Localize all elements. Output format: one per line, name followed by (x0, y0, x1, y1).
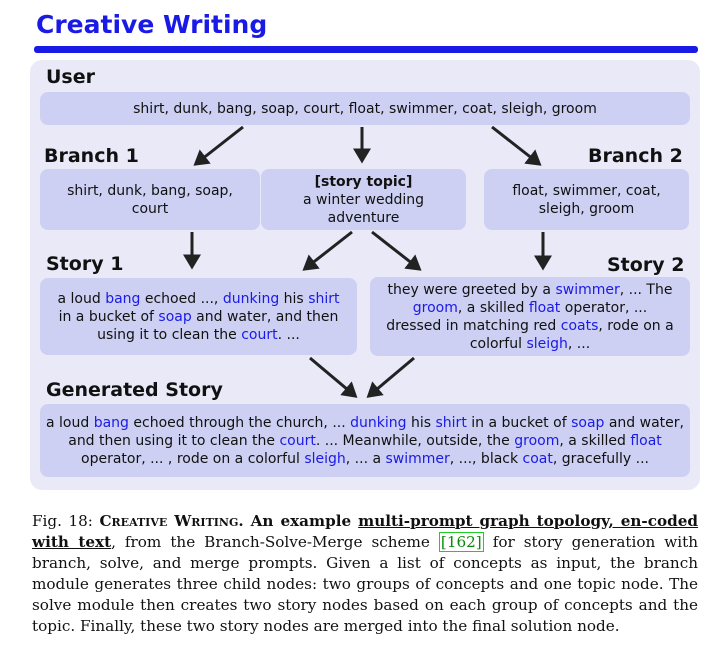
arrow-topic-to-story1 (302, 230, 353, 271)
arrow-user-to-branch2 (491, 125, 542, 166)
caption-bold-underlined: multi-prompt graph topology, en-coded wi… (32, 512, 699, 551)
caption-fig-number: Fig. 18: (32, 512, 100, 530)
figure-caption: Fig. 18: Creative Writing. An example mu… (32, 511, 698, 637)
user-node: shirt, dunk, bang, soap, court, float, s… (40, 92, 690, 125)
generated-story-node: a loud bang echoed through the church, .… (40, 404, 690, 477)
citation-link[interactable]: [162] (438, 532, 484, 552)
label-branch2: Branch 2 (588, 145, 683, 167)
story2-line: they were greeted by a swimmer, ... The (387, 281, 673, 298)
caption-text: for story generation with branch, solve,… (32, 533, 698, 635)
arrow-topic-to-story2 (371, 230, 422, 271)
figure-title: Creative Writing (36, 10, 268, 39)
story1-line: using it to clean the court. ... (97, 326, 300, 343)
story2-line: colorful sleigh, ... (469, 335, 591, 352)
label-generated-story: Generated Story (46, 379, 223, 401)
story1-node: a loud bang echoed ..., dunking his shir… (40, 278, 357, 355)
branch2-node: float, swimmer, coat, sleigh, groom (484, 169, 689, 230)
story1-line: in a bucket of soap and water, and then (58, 308, 339, 325)
title-underline-bar (34, 46, 698, 53)
caption-name: Creative Writing (99, 512, 239, 530)
story2-line: dressed in matching red coats, rode on a (386, 317, 674, 334)
arrow-user-to-branch1 (193, 125, 244, 166)
caption-text: , from the Branch-Solve-Merge scheme (111, 533, 439, 551)
branch1-line: court (131, 200, 169, 217)
arrow-story1-to-generated (309, 356, 358, 398)
branch2-line: sleigh, groom (538, 200, 635, 217)
user-concepts: shirt, dunk, bang, soap, court, float, s… (133, 100, 597, 117)
topic-label: [story topic] (314, 173, 413, 190)
label-user: User (46, 66, 95, 88)
branch1-line: shirt, dunk, bang, soap, (67, 182, 233, 199)
story1-line: a loud bang echoed ..., dunking his shir… (57, 290, 340, 307)
branch1-node: shirt, dunk, bang, soap, court (40, 169, 260, 230)
topic-node: [story topic] a winter wedding adventure (261, 169, 466, 230)
story2-line: groom, a skilled float operator, ... (412, 299, 648, 316)
caption-bold: . An example (238, 512, 359, 530)
branch2-line: float, swimmer, coat, (512, 182, 661, 199)
generated-line: a loud bang echoed through the church, .… (46, 414, 684, 431)
generated-line: operator, ... , rode on a colorful sleig… (81, 450, 649, 467)
story2-node: they were greeted by a swimmer, ... The … (370, 277, 690, 356)
generated-line: and then using it to clean the court. ..… (68, 432, 662, 449)
topic-line: adventure (327, 209, 400, 226)
label-branch1: Branch 1 (44, 145, 139, 167)
label-story1: Story 1 (46, 253, 124, 275)
arrow-story2-to-generated (366, 356, 415, 398)
topic-line: a winter wedding (302, 191, 425, 208)
label-story2: Story 2 (607, 254, 685, 276)
